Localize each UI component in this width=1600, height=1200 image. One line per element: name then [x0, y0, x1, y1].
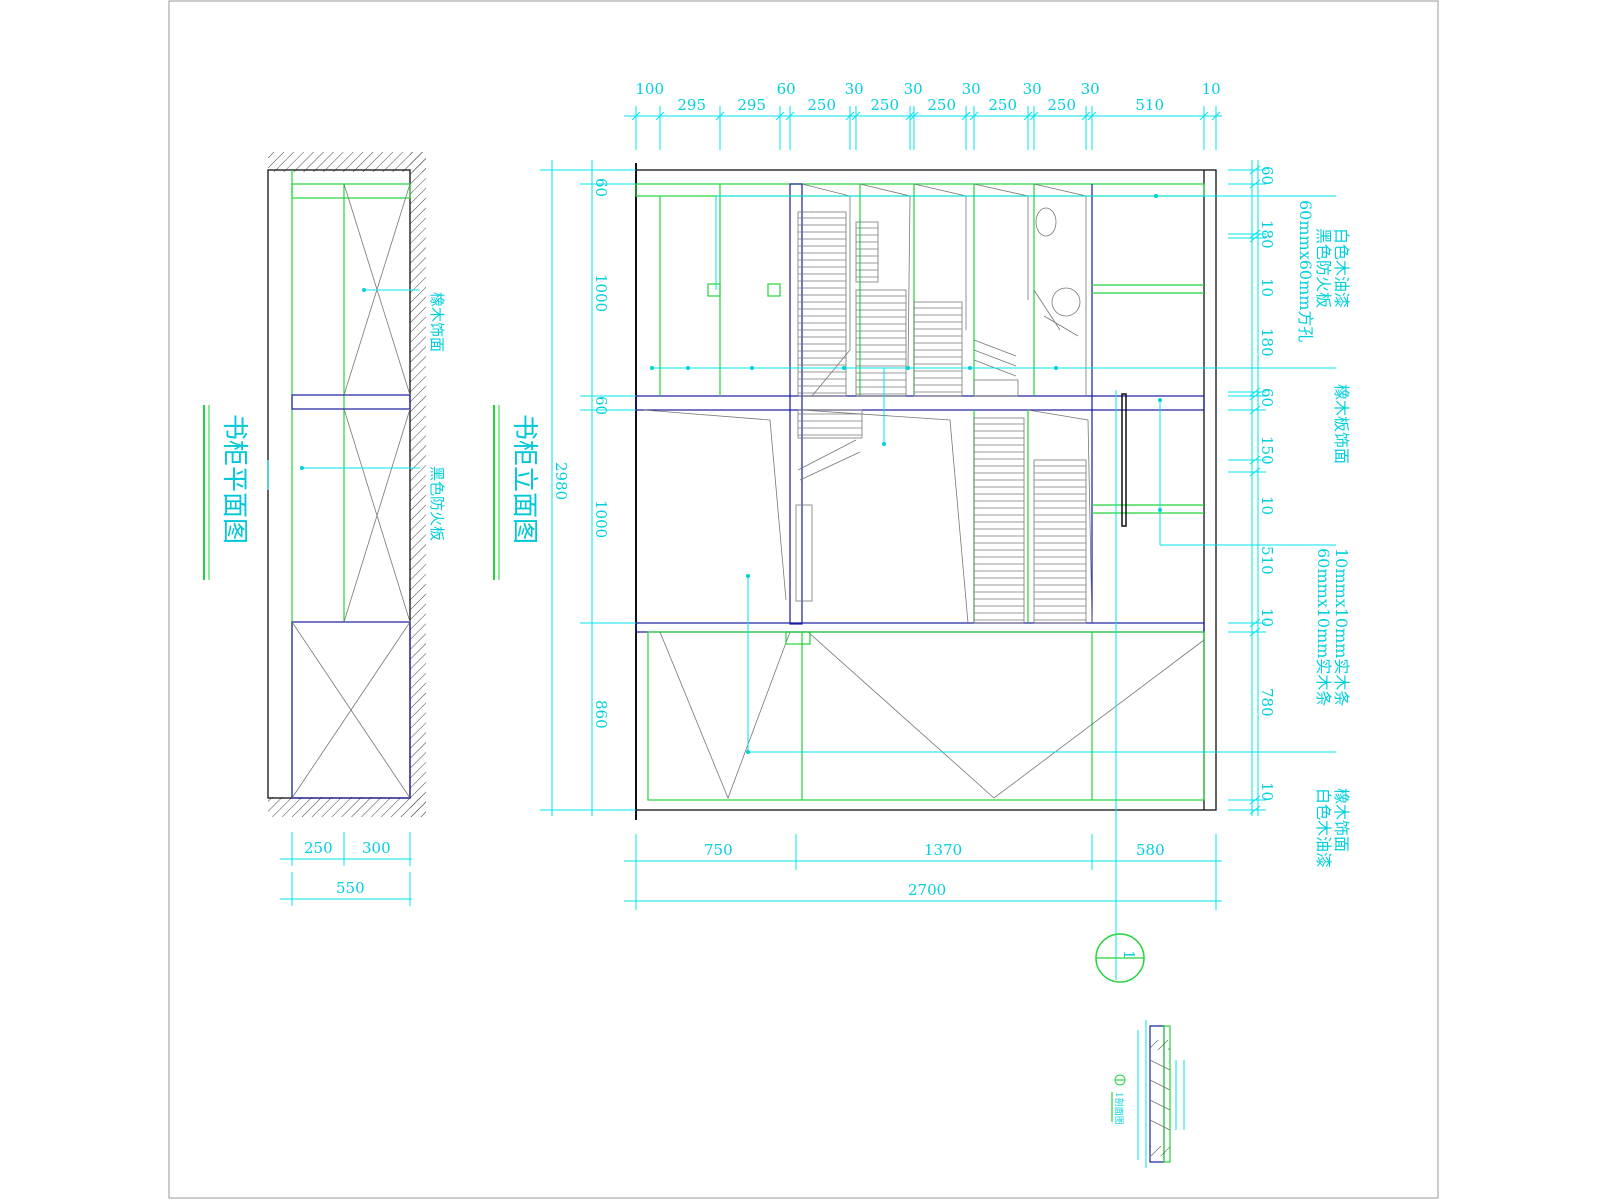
left-dim-1000b: 1000 [592, 500, 610, 538]
top-dim-10: 250 [988, 96, 1017, 114]
elevation-title: 书柜立面图 [509, 414, 539, 544]
right-dim-1: 180 [1258, 220, 1276, 249]
left-dim-60b: 60 [592, 396, 610, 415]
plan-dim-550: 550 [336, 879, 365, 897]
note-white-paint: 白色木油漆 [1332, 228, 1351, 308]
left-dim-60a: 60 [592, 178, 610, 197]
left-dim-2980: 2980 [552, 462, 570, 500]
bottom-dim-580: 580 [1136, 841, 1165, 859]
right-dim-6: 10 [1258, 496, 1276, 515]
right-dim-8: 10 [1258, 608, 1276, 627]
left-dim-860: 860 [592, 700, 610, 729]
note-60x10-strip: 60mmx10mm实木条 [1314, 548, 1333, 706]
top-dim-11: 30 [1023, 80, 1042, 98]
right-dim-5: 150 [1258, 436, 1276, 465]
top-dim-12: 250 [1047, 96, 1076, 114]
plan-dim-300: 300 [362, 839, 391, 857]
plan-note-oak: 橡木饰面 [428, 292, 446, 352]
section-number: 1 [1120, 950, 1138, 960]
top-dim-6: 250 [870, 96, 899, 114]
note-oak-finish: 橡木饰面 [1332, 788, 1351, 852]
sheet-border [168, 0, 1439, 1199]
plan-title: 书柜平面图 [219, 414, 249, 544]
right-dim-3: 180 [1258, 328, 1276, 357]
top-dim-15: 10 [1202, 80, 1221, 98]
bottom-dim-750: 750 [704, 841, 733, 859]
bottom-dim-1370: 1370 [924, 841, 962, 859]
top-dim-8: 250 [927, 96, 956, 114]
top-dim-7: 30 [904, 80, 923, 98]
detail-label: 1剖面图 [1113, 1092, 1125, 1125]
books-group [795, 211, 1087, 624]
note-10x10-strip: 10mmx10mm实木条 [1332, 548, 1351, 706]
left-dim-1000a: 1000 [592, 274, 610, 312]
bottom-dim-2700: 2700 [908, 881, 946, 899]
right-dim-10: 10 [1258, 782, 1276, 801]
top-dim-13: 30 [1081, 80, 1100, 98]
top-dim-2: 295 [737, 96, 766, 114]
top-dim-14: 510 [1135, 96, 1164, 114]
plan-dim-250: 250 [304, 839, 333, 857]
elevation-view: 1002952956025030250302503025030250305101… [493, 80, 1351, 983]
top-dim-1: 295 [677, 96, 706, 114]
top-dim-9: 30 [962, 80, 981, 98]
right-dim-7: 510 [1258, 546, 1276, 575]
right-dim-4: 60 [1258, 388, 1276, 407]
book-lines [798, 217, 1086, 621]
top-dim-5: 30 [845, 80, 864, 98]
right-dim-9: 780 [1258, 688, 1276, 717]
note-square-hole: 60mmx60mm方孔 [1296, 200, 1315, 342]
right-dimensions: 60 180 10 180 60 150 10 510 10 780 10 [1258, 166, 1276, 801]
plan-view: 橡木饰面 黑色防火板 250 300 550 书柜平面图 [203, 152, 446, 906]
right-dim-2: 10 [1258, 278, 1276, 297]
top-dim-4: 250 [807, 96, 836, 114]
note-black-fireboard: 黑色防火板 [1314, 228, 1333, 308]
plan-note-fireboard: 黑色防火板 [428, 466, 446, 541]
note-white-paint-2: 白色木油漆 [1314, 788, 1333, 868]
note-oak-board: 橡木板饰面 [1332, 384, 1351, 464]
top-dim-3: 60 [777, 80, 796, 98]
section-detail: 1剖面图 [1111, 1020, 1185, 1168]
top-dim-0: 100 [635, 80, 664, 98]
right-dim-0: 60 [1258, 166, 1276, 185]
